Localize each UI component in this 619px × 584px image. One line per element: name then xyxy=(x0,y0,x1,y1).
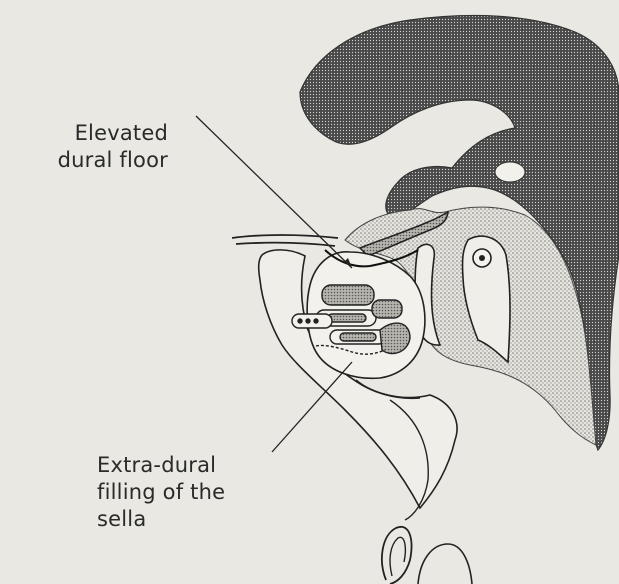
anterior-clinoid-lines xyxy=(232,235,338,246)
label-line: Extra-dural xyxy=(97,452,225,479)
leader-line-top xyxy=(196,116,352,268)
white-oval xyxy=(495,162,525,182)
bottom-ring-left xyxy=(382,527,412,584)
label-line: dural floor xyxy=(8,147,168,174)
bottom-arch-right xyxy=(418,544,472,584)
label-line: sella xyxy=(97,506,225,533)
basilar-artery-inner xyxy=(479,255,485,261)
label-line: filling of the xyxy=(97,479,225,506)
label-extra-dural-filling: Extra-dural filling of the sella xyxy=(97,452,225,533)
bottom-ring-left-inner xyxy=(390,537,405,576)
label-elevated-dural-floor: Elevated dural floor xyxy=(8,120,168,174)
label-line: Elevated xyxy=(8,120,168,147)
